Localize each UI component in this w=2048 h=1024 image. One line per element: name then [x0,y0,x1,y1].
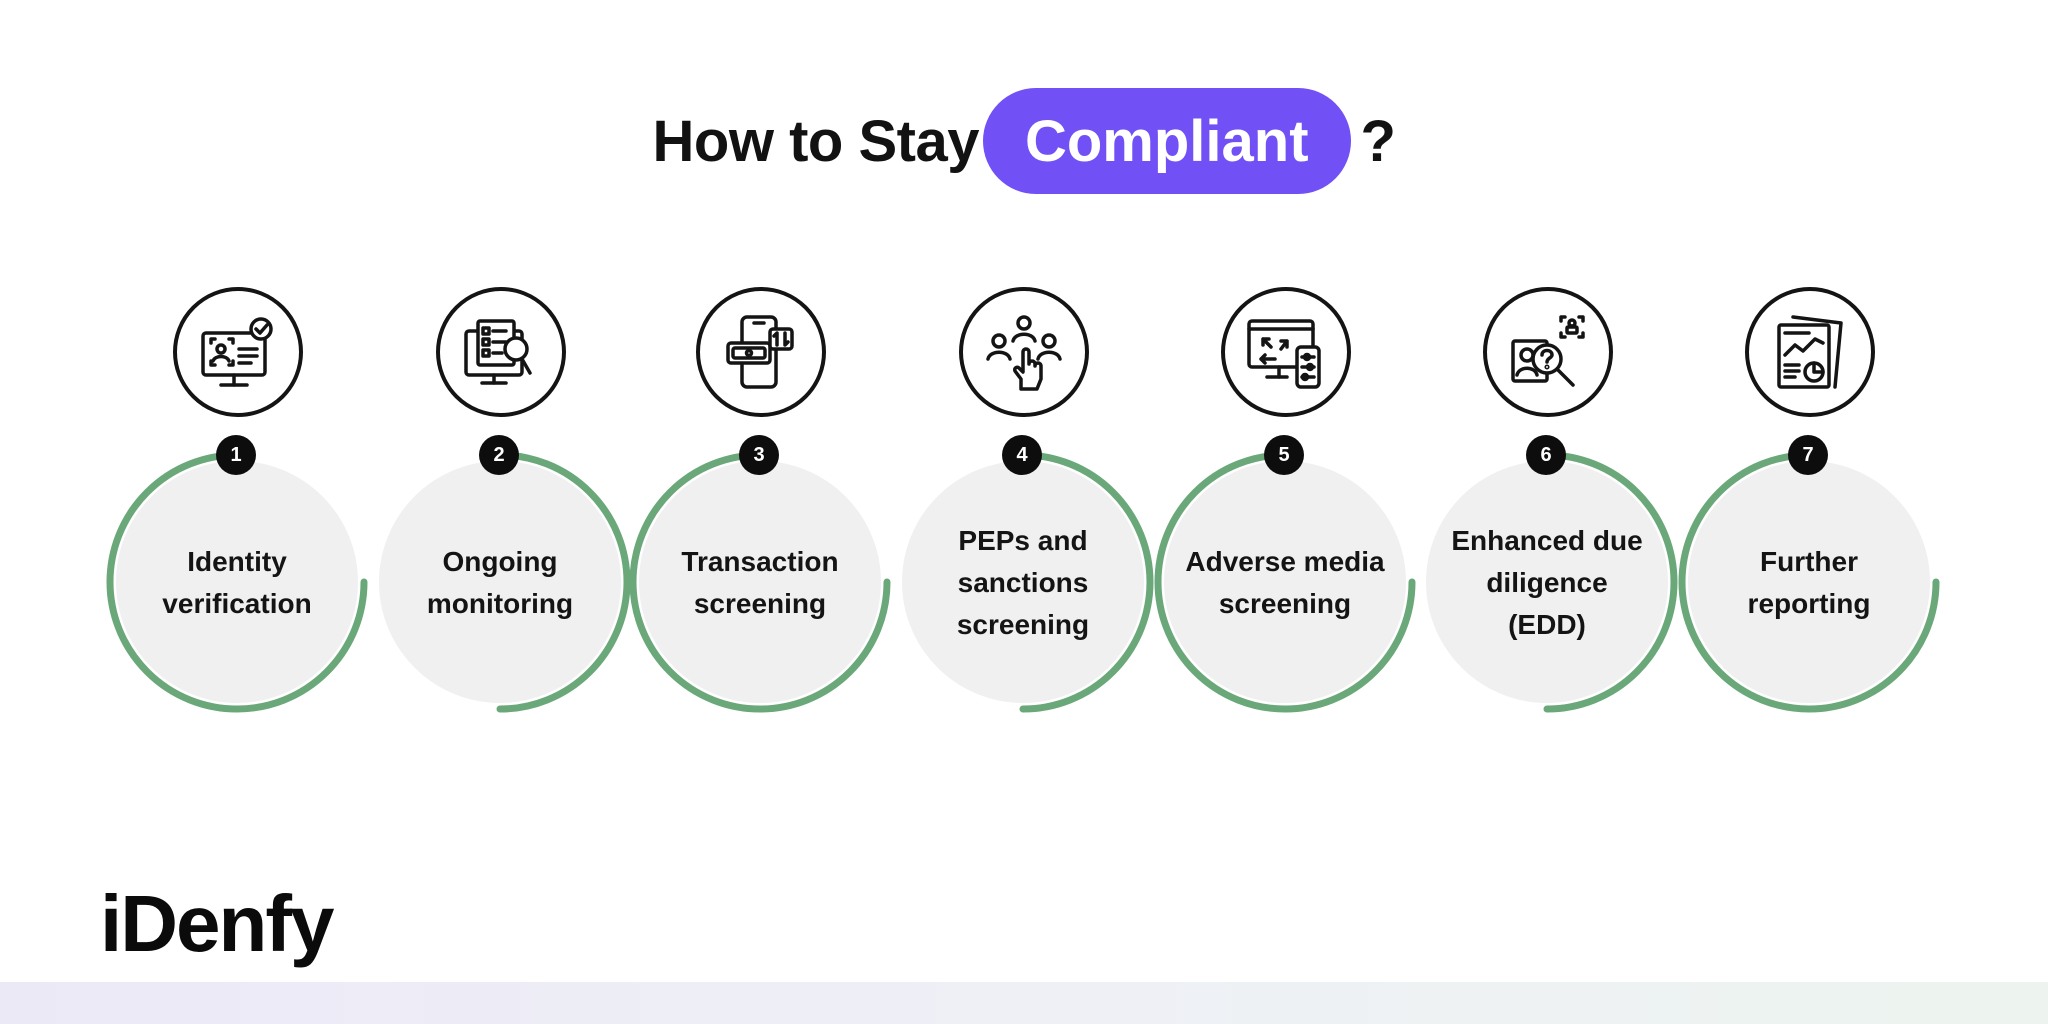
progress-ring-5 [1154,451,1416,713]
step-number-badge: 3 [739,435,779,475]
step-number-badge: 6 [1526,435,1566,475]
step-6: 6 Enhanced due diligence (EDD) [1412,285,1682,725]
step-5: 5 Adverse media screening [1150,285,1420,725]
step-4: 4 PEPs and sanctions screening [888,285,1158,725]
id-monitor-icon [173,287,303,417]
phone-transfer-icon [696,287,826,417]
step-label: Adverse media screening [1185,546,1385,619]
step-3: 3 Transaction screening [625,285,895,725]
title-after: ? [1360,108,1396,174]
step-label: Ongoing monitoring [426,546,574,619]
step-number-badge: 7 [1788,435,1828,475]
step-label: Further reporting [1747,546,1871,619]
report-chart-icon [1745,287,1875,417]
step-label: Transaction screening [681,546,839,619]
profile-question-icon [1483,287,1613,417]
title: How to Stay Compliant ? [0,86,2048,196]
step-number-badge: 2 [479,435,519,475]
progress-ring-7 [1678,451,1940,713]
step-number-badge: 4 [1002,435,1042,475]
step-7: 7 Further reporting [1674,285,1944,725]
step-label: Enhanced due diligence (EDD) [1451,525,1643,640]
step-number-badge: 5 [1264,435,1304,475]
footer-band [0,982,2048,1024]
step-number-badge: 1 [216,435,256,475]
step-label: Identity verification [162,546,312,619]
people-select-icon [959,287,1089,417]
checklist-search-icon [436,287,566,417]
step-1: 1 Identity verification [102,285,372,725]
title-highlight-pill: Compliant [982,88,1351,194]
idenfy-logo: iDenfy [100,879,334,968]
media-screen-icon [1221,287,1351,417]
step-2: 2 Ongoing monitoring [365,285,635,725]
step-label: PEPs and sanctions screening [956,525,1090,640]
title-before: How to Stay [652,108,980,174]
